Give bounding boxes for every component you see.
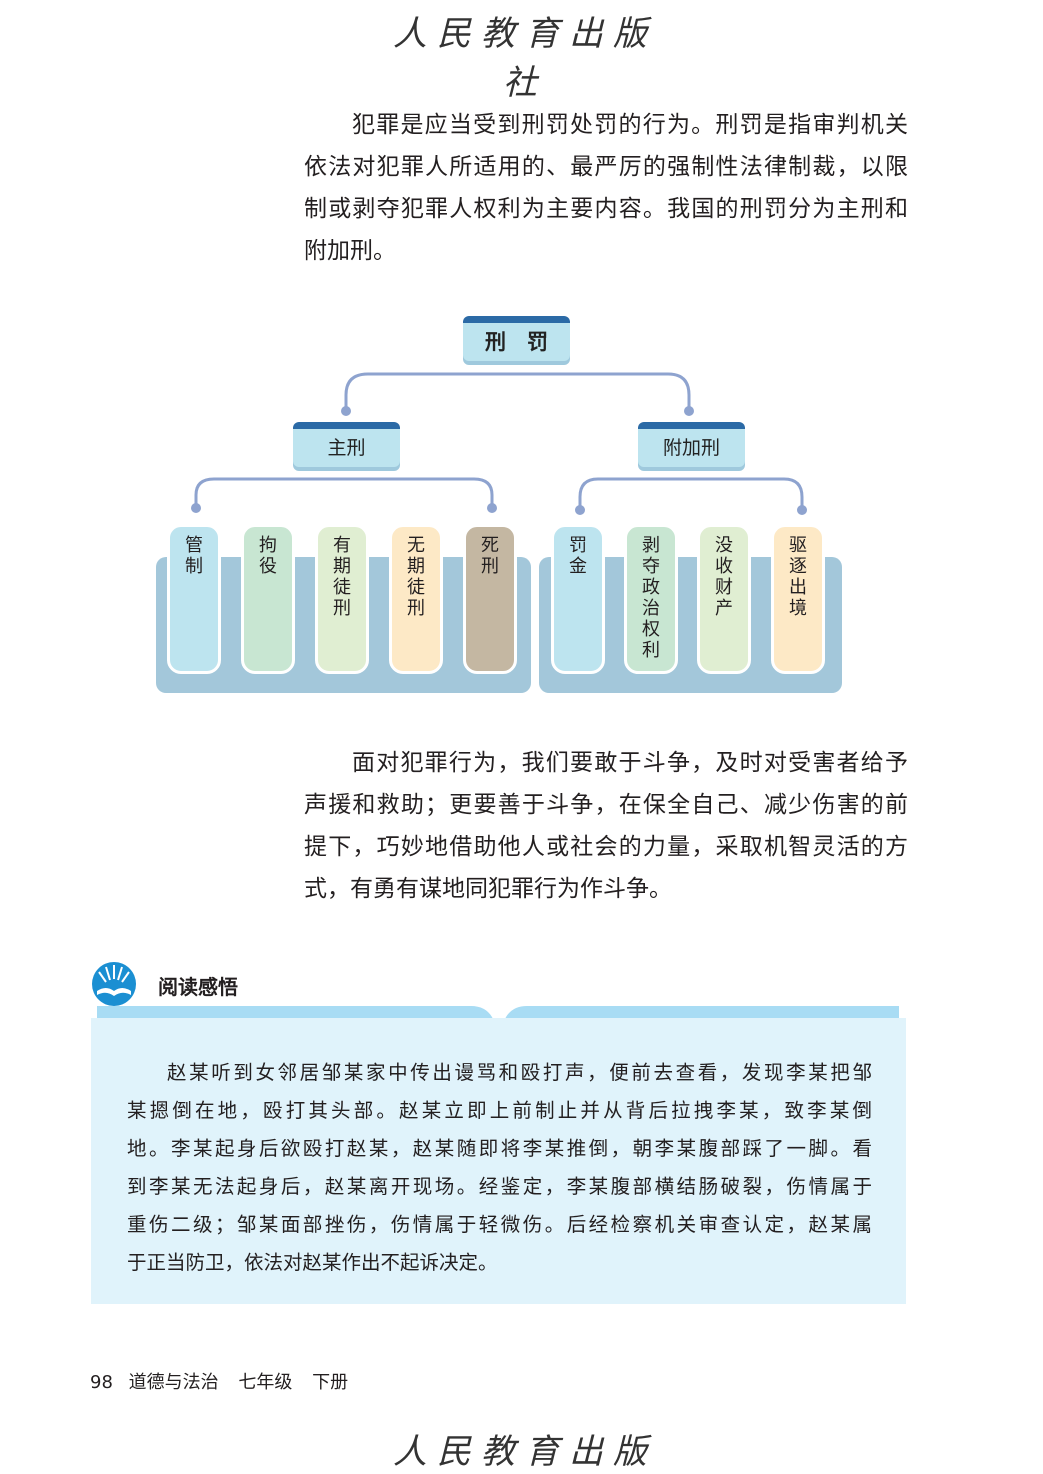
diagram-connectors [191,372,807,515]
root-node-penalty: 刑 罚 [463,316,570,361]
text-line: 制或剥夺犯罪人权利为主要内容。我国的刑罚分为主刑和 [304,196,908,222]
item-detention: 拘役 [241,524,295,674]
text-line: 到李某无法起身后，赵某离开现场。经鉴定，李某腹部横结肠破裂，伤情属于 [127,1175,872,1198]
text-line: 重伤二级；邹某面部挫伤，伤情属于轻微伤。后经检察机关审查认定，赵某属 [127,1213,872,1236]
page-number: 98 [90,1372,113,1393]
item-death-penalty: 死刑 [463,524,517,674]
text-line: 于正当防卫，依法对赵某作出不起诉决定。 [127,1251,498,1274]
text-line: 面对犯罪行为，我们要敢于斗争，及时对受害者给予 [352,750,908,776]
item-life-imprisonment: 无期徒刑 [389,524,443,674]
item-deportation: 驱逐出境 [771,524,825,674]
node-principal-penalty: 主刑 [293,422,400,467]
text-line: 地。李某起身后欲殴打赵某，赵某随即将李某推倒，朝李某腹部踩了一脚。看 [127,1137,872,1160]
reading-box: 赵某听到女邻居邹某家中传出谩骂和殴打声，便前去查看，发现李某把邹 某摁倒在地，殴… [91,1018,906,1304]
item-confiscation: 没收财产 [697,524,751,674]
reading-book-icon [92,962,136,1006]
text-line: 提下，巧妙地借助他人或社会的力量，采取机智灵活的方 [304,834,908,860]
item-fine: 罚金 [551,524,605,674]
reading-box-tab [97,1006,899,1032]
text-line: 依法对犯罪人所适用的、最严厉的强制性法律制裁，以限 [304,154,908,180]
reading-section-title: 阅读感悟 [158,975,238,999]
footer-volume: 下册 [312,1372,349,1393]
item-control: 管制 [167,524,221,674]
footer-subject: 道德与法治 [128,1372,219,1393]
item-deprivation-political-rights: 剥夺政治权利 [624,524,678,674]
text-line: 赵某听到女邻居邹某家中传出谩骂和殴打声，便前去查看，发现李某把邹 [167,1061,872,1084]
publisher-logo-top: 人民教育出版社 [393,14,657,103]
item-fixed-term: 有期徒刑 [315,524,369,674]
page-footer: 98 道德与法治 七年级 下册 [90,1368,348,1394]
text-line: 声援和救助；更要善于斗争，在保全自己、减少伤害的前 [304,792,908,818]
node-supplementary-penalty: 附加刑 [638,422,745,467]
paragraph-fight-crime: 面对犯罪行为，我们要敢于斗争，及时对受害者给予 声援和救助；更要善于斗争，在保全… [304,742,908,910]
paragraph-penalty-definition: 犯罪是应当受到刑罚处罚的行为。刑罚是指审判机关 依法对犯罪人所适用的、最严厉的强… [304,104,908,272]
text-line: 式，有勇有谋地同犯罪行为作斗争。 [304,876,672,902]
footer-grade: 七年级 [238,1372,293,1393]
text-line: 犯罪是应当受到刑罚处罚的行为。刑罚是指审判机关 [352,112,908,138]
text-line: 附加刑。 [304,238,396,264]
text-line: 某摁倒在地，殴打其头部。赵某立即上前制止并从背后拉拽李某，致李某倒 [127,1099,872,1122]
publisher-logo-bottom: 人民教育出版社 [393,1432,657,1472]
